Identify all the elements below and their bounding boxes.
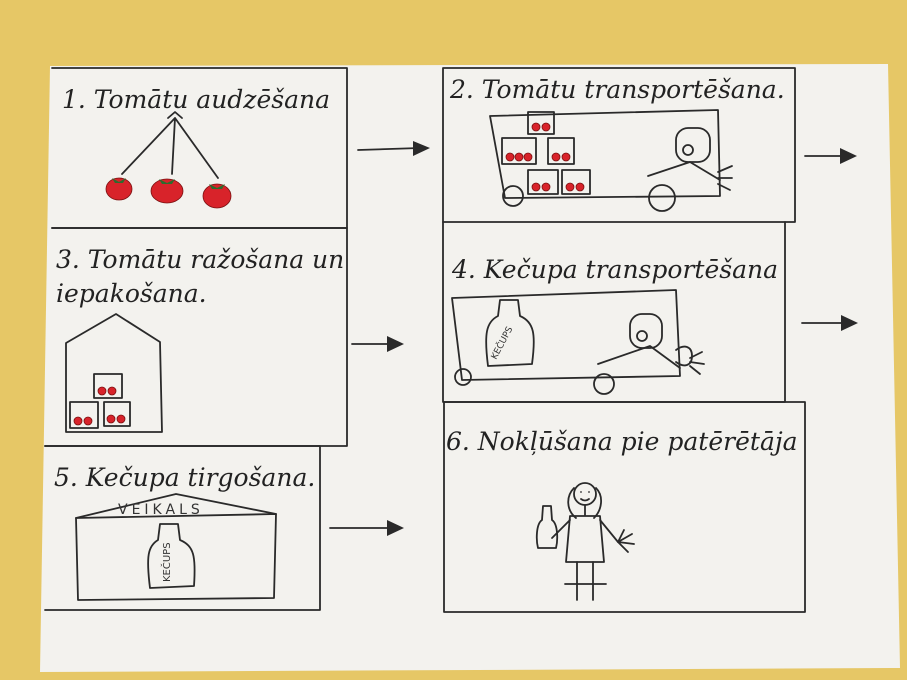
bottle-label: KEČUPS <box>160 542 173 582</box>
factory-icon <box>65 313 163 433</box>
ketchup-bottle-icon: KEČUPS <box>147 523 196 589</box>
tomato-icon <box>105 177 133 201</box>
step-4-title: 4. Kečupa transportēšana <box>451 255 778 284</box>
shop-sign: VEIKALS <box>118 502 204 518</box>
tomato-crate-icon <box>69 401 99 429</box>
step-4-panel: 4. Kečupa transportēšana KEČUPS <box>442 221 786 403</box>
arrow-right-icon <box>351 336 404 352</box>
flower-bouquet-icon <box>617 529 635 553</box>
step-6-panel: 6. Nokļūšana pie patērētāja <box>443 401 806 613</box>
person-icon <box>535 482 635 601</box>
step-3-title-line2: iepakošana. <box>56 279 207 308</box>
tomato-icon <box>150 178 184 204</box>
step-5-panel: 5. Kečupa tirgošana. VEIKALS KEČUPS <box>44 445 321 611</box>
tomato-vine-icon <box>105 111 232 209</box>
step-2-panel: 2. Tomātu transportēšana. <box>442 67 796 223</box>
step-6-title: 6. Nokļūšana pie patērētāja <box>446 427 798 456</box>
tomato-crate-icon <box>547 137 575 165</box>
tomato-crate-icon <box>501 137 537 165</box>
step-5-title: 5. Kečupa tirgošana. <box>54 463 315 492</box>
step-1-panel: 1. Tomātu audzēšana <box>51 67 348 229</box>
tomato-icon <box>202 183 232 209</box>
arrow-right-icon <box>357 141 430 156</box>
tomato-crate-icon <box>93 373 123 399</box>
tomato-crate-icon <box>561 169 591 195</box>
step-3-title-line1: 3. Tomātu ražošana un <box>56 245 344 274</box>
paper-sheet <box>40 64 900 672</box>
tomato-crate-icon <box>103 401 131 427</box>
arrow-right-icon <box>801 315 858 331</box>
shop-icon: VEIKALS KEČUPS <box>75 493 277 601</box>
arrow-right-icon <box>329 520 404 536</box>
ketchup-bottle-icon <box>535 505 559 549</box>
tomato-crate-icon <box>527 111 555 135</box>
tomato-crate-icon <box>527 169 559 195</box>
step-3-panel: 3. Tomātu ražošana un iepakošana. <box>44 227 348 447</box>
truck-icon <box>489 109 733 212</box>
step-2-title: 2. Tomātu transportēšana. <box>449 75 785 104</box>
arrow-right-icon <box>804 148 857 164</box>
step-1-title: 1. Tomātu audzēšana <box>62 85 330 114</box>
